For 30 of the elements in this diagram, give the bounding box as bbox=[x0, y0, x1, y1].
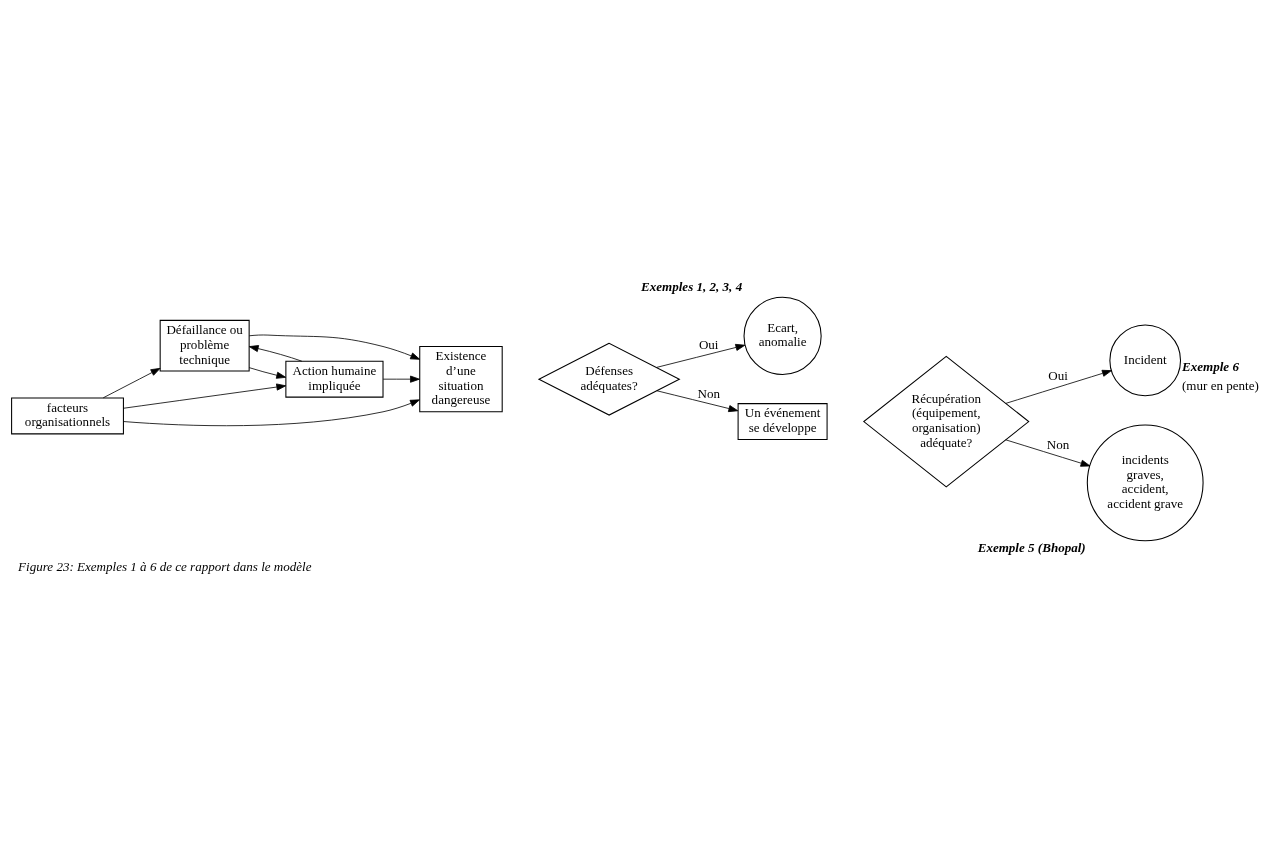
node-label: Exemple 5 (Bhopal) bbox=[977, 539, 1086, 555]
node-box: Défaillance ou problème technique bbox=[159, 319, 250, 372]
arrow bbox=[248, 334, 421, 360]
edge-label: Non bbox=[1046, 437, 1070, 453]
arrow bbox=[248, 345, 303, 362]
arrow bbox=[1005, 369, 1112, 404]
arrow bbox=[382, 375, 420, 383]
node-circle: incidents graves, accident, accident grave bbox=[1086, 424, 1204, 542]
node-label: Exemples 1, 2, 3, 4 bbox=[641, 278, 743, 294]
node-label: Exemple 6 bbox=[1182, 358, 1239, 374]
caption: Figure 23: Exemples 1 à 6 de ce rapport dans le modèle bbox=[18, 559, 312, 575]
edge-label: Non bbox=[697, 385, 720, 401]
node-box: Existence d’une situation dangereuse bbox=[419, 346, 503, 413]
arrow bbox=[123, 399, 420, 427]
arrow bbox=[123, 383, 287, 409]
node-label: (mur en pente) bbox=[1182, 377, 1259, 393]
node-box: Un événement se développe bbox=[737, 403, 828, 441]
edge-label: Oui bbox=[698, 336, 719, 352]
node-box: Action humaine impliquée bbox=[285, 360, 384, 398]
arrow bbox=[656, 390, 739, 413]
arrow bbox=[656, 343, 746, 368]
arrow bbox=[248, 367, 287, 379]
arrow bbox=[102, 367, 161, 399]
node-circle: Ecart, anomalie bbox=[743, 296, 822, 375]
node-diamond: Récupération (équipement, organisation) adéquate? bbox=[862, 355, 1030, 488]
node-diamond: Défenses adéquates? bbox=[537, 342, 681, 416]
node-circle: Incident bbox=[1109, 324, 1182, 397]
arrow bbox=[1005, 439, 1091, 467]
edge-label: Oui bbox=[1048, 367, 1068, 383]
node-box: facteurs organisationnels bbox=[11, 397, 124, 435]
